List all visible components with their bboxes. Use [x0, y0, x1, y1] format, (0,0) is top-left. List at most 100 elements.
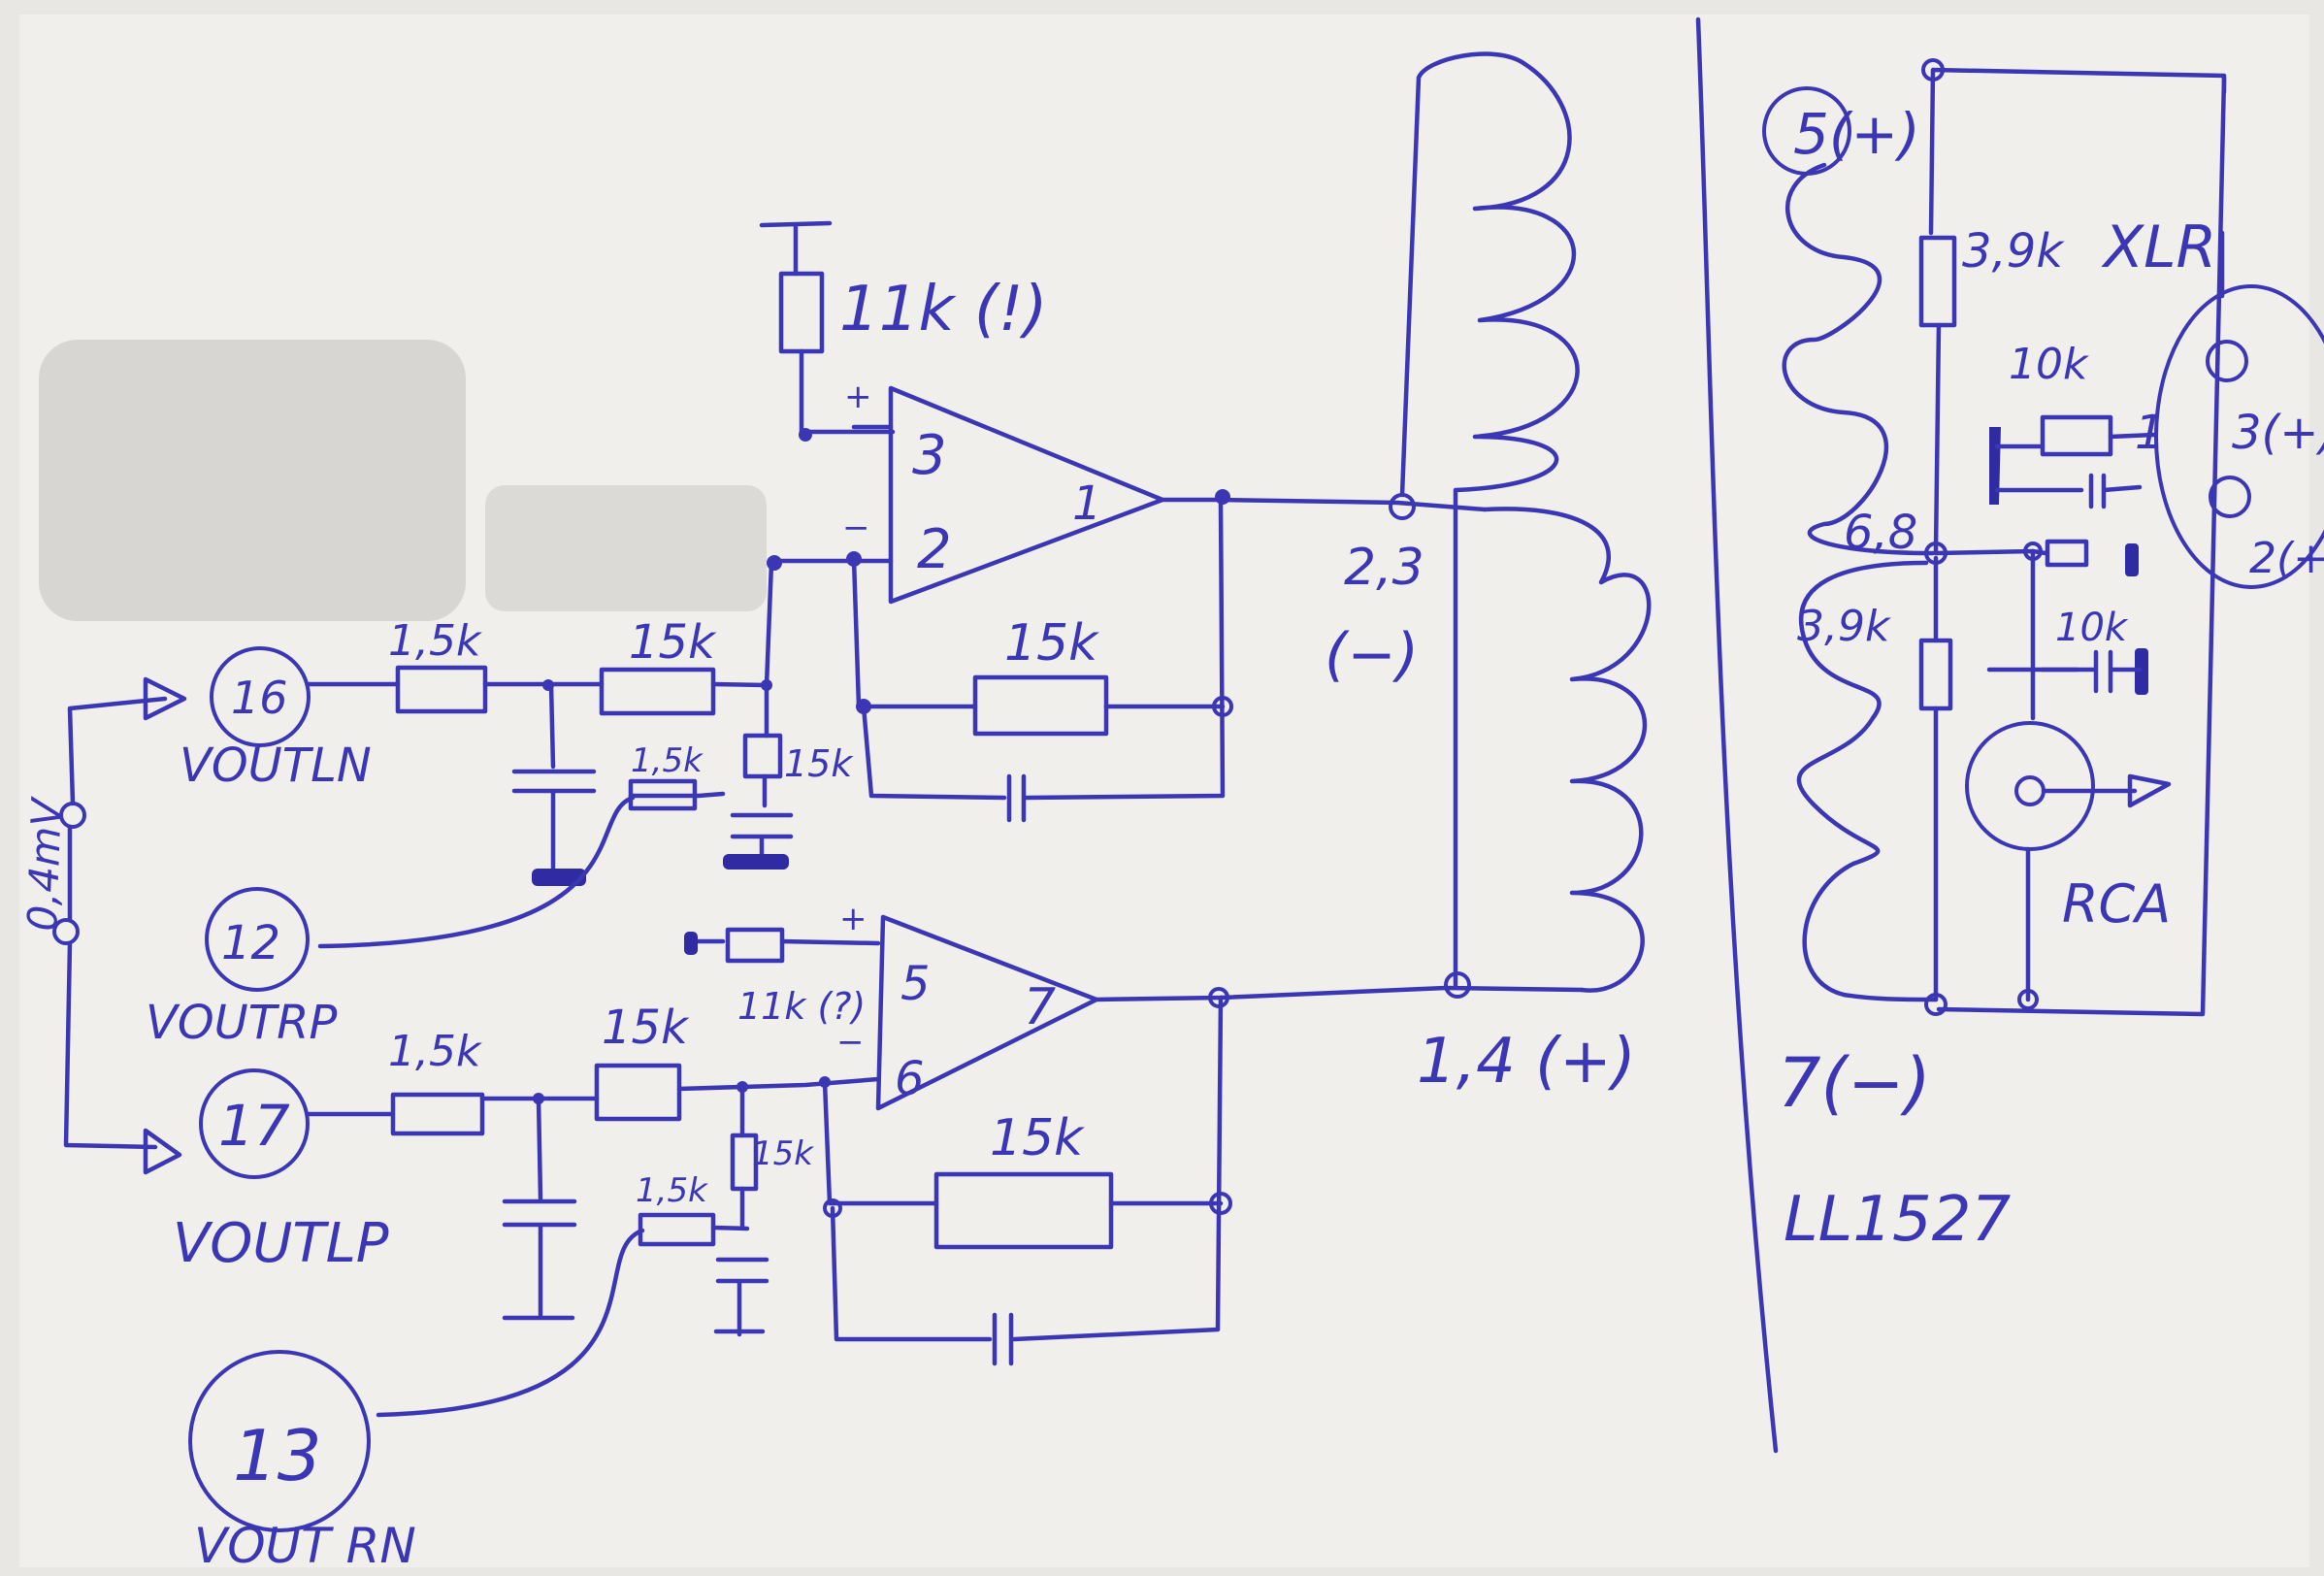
label-opamp1-feedback: 15k — [1004, 614, 1099, 673]
capacitor — [710, 1225, 769, 1337]
label-opamp2-pin6: 6 — [895, 1052, 925, 1106]
label-pin12: 12 — [221, 916, 280, 970]
label-xlr-pin2: 2(+) — [2249, 534, 2324, 583]
label-tx-pins-23: 2,3 — [1344, 539, 1424, 597]
junction — [2017, 989, 2039, 1010]
label-opamp2-pin5: 5 — [900, 957, 931, 1011]
capacitor — [1006, 773, 1027, 823]
label-vout-rn: VOUT RN — [194, 1518, 416, 1574]
label-out-10k-a: 10k — [2009, 340, 2089, 389]
resistor — [594, 1063, 682, 1122]
opamp-1-triangle — [888, 385, 1165, 605]
label-tx-pins-14: 1,4 (+) — [1417, 1026, 1636, 1098]
junction — [767, 555, 782, 571]
transformer-primary — [1399, 51, 1652, 993]
ground-symbol — [2125, 543, 2139, 576]
capacitor — [730, 812, 794, 857]
primary-coil-2 — [1482, 507, 1652, 993]
wire — [1933, 548, 2048, 556]
label-opamp1-minus: − — [842, 509, 870, 547]
label-r-11k: 11k (!) — [839, 274, 1047, 345]
capacitor — [502, 1096, 577, 1321]
label-opamp2-bias: 11k (?) — [737, 985, 866, 1028]
label-vout-ln: VOUTLN — [180, 739, 372, 793]
wire — [779, 938, 881, 946]
paper-sheet — [19, 15, 2309, 1567]
secondary-coil-1 — [1782, 162, 1936, 556]
wire — [676, 1076, 881, 1092]
wire — [317, 795, 636, 949]
output-stage — [1762, 58, 2324, 1017]
xlr-pin-2 — [2209, 476, 2251, 518]
resistor — [390, 1092, 485, 1136]
ground-symbol — [759, 220, 833, 277]
pin-circle — [205, 887, 310, 992]
resistor — [599, 667, 716, 716]
label-opamp2-r2: 15k — [602, 1001, 690, 1055]
text-labels: 11k (!) + 3 − 2 1 15k 1,5k 15k 15k 1,5k … — [18, 101, 2324, 1574]
capacitor — [511, 682, 597, 876]
label-pin16: 16 — [231, 672, 288, 724]
signal-arrow — [63, 940, 182, 1175]
label-part-number: LL1527 — [1784, 1184, 2011, 1256]
signal-arrow — [67, 676, 187, 806]
label-source-level: 0,4mV — [18, 795, 71, 932]
label-opamp2-shunt: 15k — [752, 1134, 814, 1173]
ground-symbol — [684, 932, 698, 955]
label-xlr-pin1: 1 — [2135, 406, 2165, 460]
pin-circle — [210, 646, 311, 747]
xlr-pin-1 — [2206, 340, 2248, 382]
junction — [799, 428, 812, 442]
secondary-coil-2 — [1796, 560, 1939, 1002]
junction — [1924, 993, 1948, 1016]
label-opamp1-rn: 1,5k — [631, 741, 704, 780]
label-opamp2-rn: 1,5k — [636, 1171, 708, 1210]
label-xlr-pin3: 3(+) — [2232, 406, 2324, 460]
redaction-blob — [485, 485, 767, 611]
label-opamp1-pin3: 3 — [912, 424, 947, 487]
ground-symbol — [1989, 427, 2001, 505]
primary-coil-1 — [1399, 51, 1580, 988]
wire — [1094, 985, 1585, 1002]
ground-symbol — [2135, 648, 2148, 695]
source-terminal — [52, 918, 80, 945]
label-pin17: 17 — [218, 1093, 290, 1159]
label-pin13: 13 — [233, 1415, 322, 1496]
label-out-r-bottom: 3,9k — [1797, 602, 1891, 651]
wire — [1994, 432, 2157, 509]
wire — [822, 1079, 939, 1206]
signal-arrow — [2041, 773, 2172, 808]
label-tx-minus: (−) — [1325, 621, 1419, 689]
wire — [1936, 75, 2227, 1017]
label-opamp1-out: 1 — [1072, 476, 1102, 531]
label-vout-rp: VOUTRP — [146, 996, 337, 1050]
pin-circle — [199, 1068, 310, 1179]
xlr-connector — [2154, 284, 2324, 589]
resistor — [2045, 539, 2089, 568]
label-out-10k-b: 10k — [2055, 606, 2129, 650]
wire — [1933, 322, 1942, 554]
label-rca: RCA — [2062, 873, 2171, 935]
wire — [1160, 497, 1488, 512]
label-opamp2-feedback: 15k — [990, 1109, 1085, 1167]
label-out-r-top: 3,9k — [1962, 224, 2065, 279]
wire — [376, 1228, 645, 1418]
wire — [830, 995, 1224, 1342]
wire — [628, 791, 726, 799]
label-out-node-68: 6,8 — [1844, 506, 1917, 560]
label-opamp1-pin2: 2 — [917, 518, 952, 581]
pin-circle — [188, 1350, 371, 1532]
resistor — [933, 1171, 1114, 1250]
wire — [861, 497, 1226, 801]
capacitor — [2040, 649, 2143, 694]
label-out-pin5: 5(+) — [1793, 101, 1920, 167]
opamp-2-section — [63, 914, 1585, 1532]
opamp-2-triangle — [875, 914, 1099, 1111]
opamp-1-section — [52, 220, 1488, 992]
label-opamp1-plus: + — [844, 378, 872, 416]
label-out-pin7: 7(−) — [1778, 1043, 1931, 1123]
label-opamp1-r1: 1,5k — [388, 616, 482, 666]
label-opamp2-r1: 1,5k — [388, 1027, 482, 1076]
